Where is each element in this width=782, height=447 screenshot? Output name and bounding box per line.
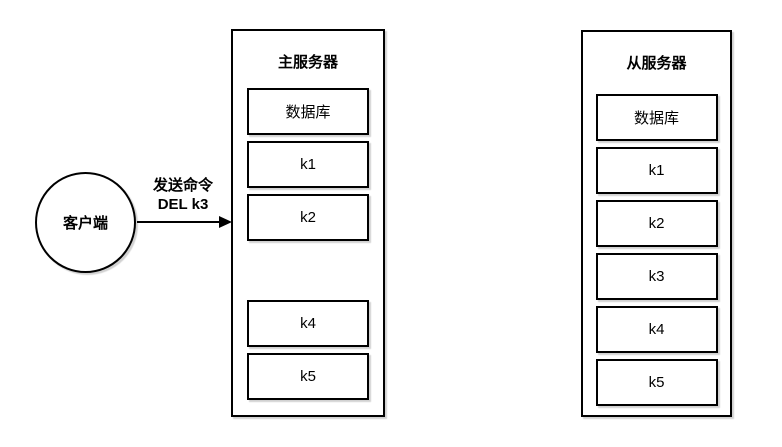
slave-server-title: 从服务器 [626,55,687,72]
master-cell-k5: k5 [247,353,369,400]
master-cell-k4: k4 [247,300,369,347]
master-server-title: 主服务器 [277,54,338,71]
slave-server-cells: 数据库 k1 k2 k3 k4 k5 [583,94,730,406]
master-cell-k2: k2 [247,194,369,241]
slave-cell-k1: k1 [595,147,718,194]
slave-cell-database: 数据库 [595,94,718,141]
master-server-cells: 数据库 k1 k2 k4 k5 [233,88,383,400]
arrow-label-line2: DEL k3 [157,196,209,213]
arrow-head-icon [219,216,232,228]
arrow-label: 发送命令 DEL k3 [136,176,230,214]
master-cell-k1: k1 [247,141,369,188]
arrow-label-line1: 发送命令 [152,177,213,194]
client-label: 客户端 [62,215,108,232]
client-node: 客户端 [35,172,136,273]
master-cell-database: 数据库 [247,88,369,135]
slave-cell-k5: k5 [595,359,718,406]
command-arrow [137,216,232,228]
master-server-node: 主服务器 数据库 k1 k2 k4 k5 [231,29,385,417]
slave-cell-k4: k4 [595,306,718,353]
slave-server-node: 从服务器 数据库 k1 k2 k3 k4 k5 [581,30,732,417]
slave-cell-k2: k2 [595,200,718,247]
slave-cell-k3: k3 [595,253,718,300]
